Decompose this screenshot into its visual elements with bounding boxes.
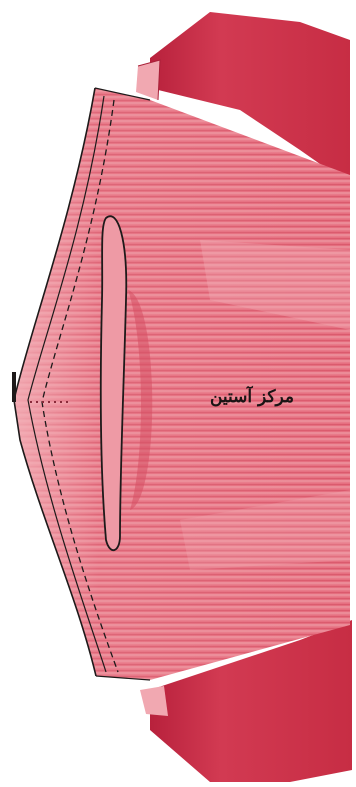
sleeve-body xyxy=(14,88,350,680)
sleeve-center-label: مرکز آستین xyxy=(196,389,308,406)
notch-marker xyxy=(12,372,16,402)
